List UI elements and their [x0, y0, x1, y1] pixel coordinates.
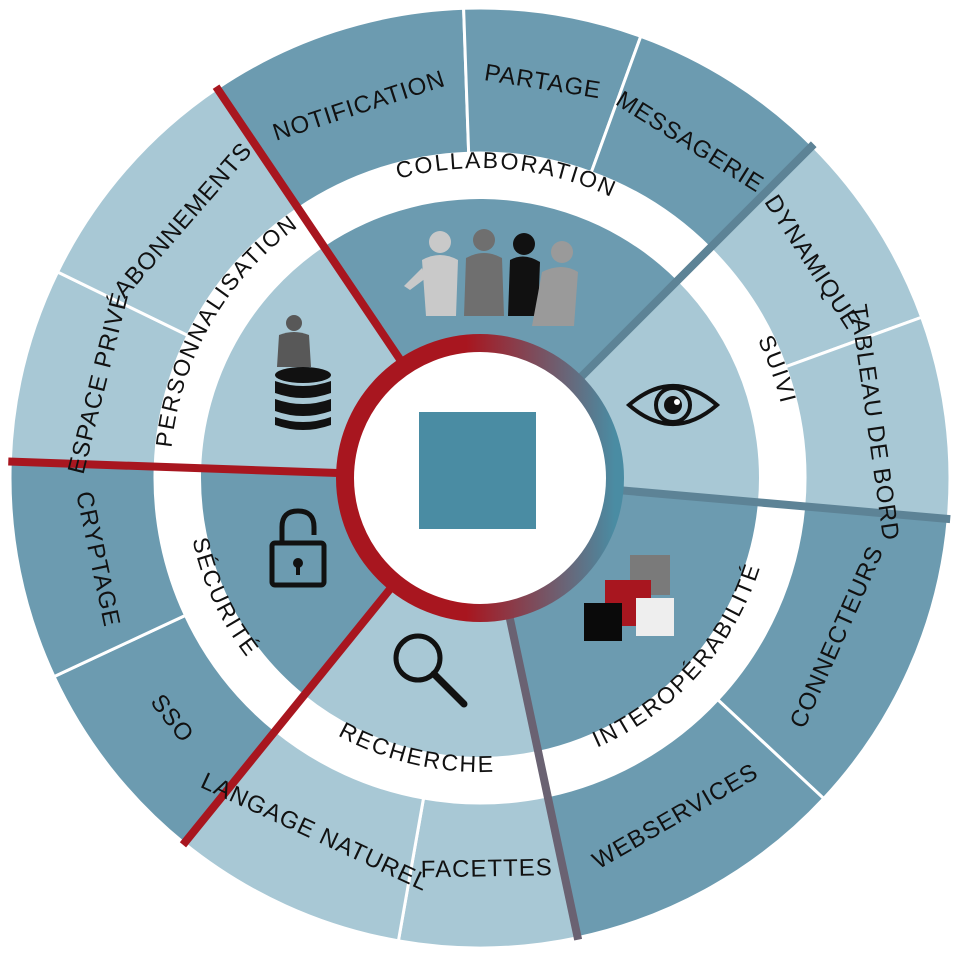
separator-recherche-securite [179, 580, 399, 848]
category-separators [8, 84, 951, 941]
separator-securite-personnalisation [8, 457, 346, 478]
center-square-icon[interactable] [419, 412, 536, 529]
padlock-icon [269, 508, 327, 588]
inner-sector-suivi[interactable] [575, 280, 760, 503]
separator-personnalisation-collaboration [212, 84, 408, 369]
user-database-icon [275, 315, 331, 430]
separator-suivi-interoperabilite [614, 485, 951, 524]
separator-collaboration-suivi [572, 141, 817, 386]
eye-icon [625, 384, 721, 426]
people-group-icon [404, 229, 578, 326]
segment-label-facettes: FACETTES [421, 854, 553, 883]
separator-interoperabilite-recherche [504, 609, 583, 941]
magnifier-icon [393, 633, 468, 708]
stacked-squares-icon [584, 555, 674, 641]
